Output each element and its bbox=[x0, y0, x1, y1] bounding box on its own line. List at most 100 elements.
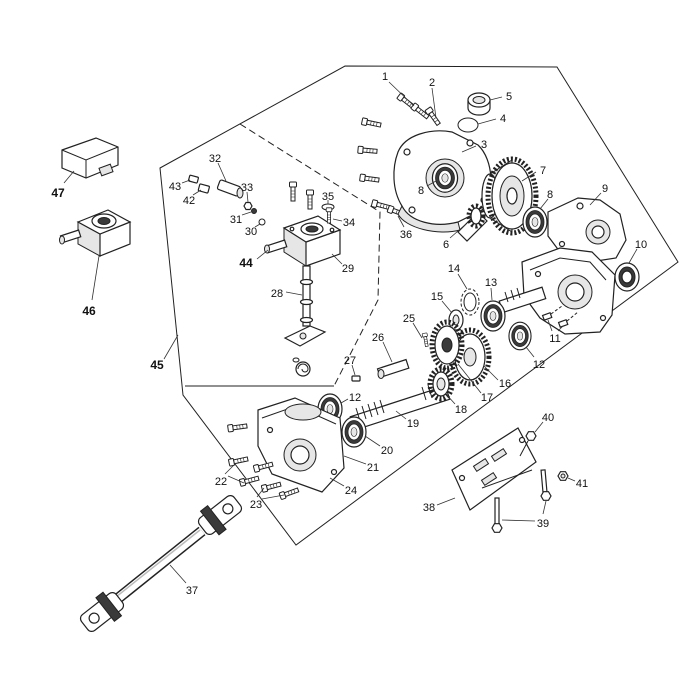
leader-30 bbox=[254, 223, 261, 228]
callout-33: 33 bbox=[241, 182, 253, 194]
callout-46: 46 bbox=[82, 304, 96, 318]
callout-10: 10 bbox=[635, 239, 647, 251]
callout-3: 3 bbox=[481, 139, 487, 151]
part-29-valve-body bbox=[282, 215, 342, 267]
leader-34 bbox=[332, 218, 343, 222]
callout-47: 47 bbox=[51, 186, 65, 200]
part-11-dowel-pins bbox=[541, 305, 579, 328]
leader-23b bbox=[261, 494, 285, 500]
leader-19 bbox=[395, 410, 407, 420]
part-24-front-housing bbox=[257, 397, 345, 493]
output-shaft bbox=[498, 286, 547, 314]
part-8-bearing-inner bbox=[431, 163, 459, 193]
callout-11: 11 bbox=[549, 333, 560, 345]
leader-17 bbox=[457, 363, 482, 394]
leader-36 bbox=[397, 215, 405, 228]
callout-36: 36 bbox=[400, 229, 412, 241]
leader-24 bbox=[329, 477, 345, 487]
callout-8-inner: 8 bbox=[418, 185, 424, 197]
leader-39a bbox=[501, 519, 536, 522]
leader-33 bbox=[246, 191, 249, 203]
leader-31 bbox=[241, 211, 252, 216]
leader-5 bbox=[489, 96, 503, 101]
leader-37 bbox=[169, 564, 187, 584]
leader-43 bbox=[181, 179, 191, 184]
leader-1 bbox=[388, 81, 415, 107]
leader-15 bbox=[441, 300, 453, 314]
callout-27: 27 bbox=[344, 355, 356, 367]
part-10-seal bbox=[614, 262, 640, 292]
callout-22: 22 bbox=[215, 476, 227, 488]
part-41-nut bbox=[557, 471, 569, 481]
valve-top-bolts bbox=[289, 181, 314, 210]
part-39-bolts bbox=[491, 469, 552, 533]
leader-46 bbox=[91, 255, 100, 301]
part-42-fitting bbox=[197, 183, 210, 194]
leader-4 bbox=[477, 118, 497, 125]
part-43-screw bbox=[187, 174, 199, 184]
part-27-pin bbox=[351, 375, 361, 382]
callout-24: 24 bbox=[345, 485, 357, 497]
callout-43: 43 bbox=[169, 181, 181, 193]
callout-25: 25 bbox=[403, 313, 415, 325]
callout-2: 2 bbox=[429, 77, 435, 89]
callout-21: 21 bbox=[367, 462, 379, 474]
part-5-cap bbox=[467, 92, 491, 116]
callout-23: 23 bbox=[250, 499, 262, 511]
part-13-bearing bbox=[480, 300, 506, 332]
part-17-gear bbox=[429, 319, 465, 371]
leader-7 bbox=[521, 171, 537, 182]
part-31-ball bbox=[251, 208, 257, 214]
part-1-bolts bbox=[396, 92, 431, 121]
callout-38: 38 bbox=[423, 502, 435, 514]
leader-28 bbox=[285, 291, 303, 296]
callout-39: 39 bbox=[537, 518, 549, 530]
leader-32 bbox=[217, 162, 227, 182]
leader-27 bbox=[351, 364, 356, 376]
leader-23a bbox=[256, 487, 265, 498]
leader-21 bbox=[343, 455, 367, 465]
callout-8-right: 8 bbox=[547, 189, 553, 201]
callout-20: 20 bbox=[381, 445, 393, 457]
leader-47 bbox=[63, 170, 75, 184]
leader-11a bbox=[547, 319, 553, 332]
callout-14: 14 bbox=[448, 263, 460, 275]
leader-9 bbox=[589, 192, 602, 206]
part-6-pinion-shaft bbox=[457, 203, 488, 242]
leader-16 bbox=[483, 365, 499, 381]
leader-29 bbox=[331, 253, 343, 265]
leader-22b bbox=[227, 475, 245, 484]
part-28-valve-stem bbox=[283, 265, 327, 377]
callout-42: 42 bbox=[183, 195, 195, 207]
part-22-bolts bbox=[227, 421, 260, 487]
part-14-cage bbox=[460, 288, 480, 316]
part-26-rod bbox=[376, 358, 410, 379]
callout-31: 31 bbox=[230, 214, 242, 226]
callout-16: 16 bbox=[499, 378, 511, 390]
leader-12-right bbox=[525, 346, 535, 358]
callout-6: 6 bbox=[443, 239, 449, 251]
leader-lines bbox=[63, 81, 638, 584]
leader-12-left bbox=[340, 398, 349, 404]
callout-18: 18 bbox=[455, 404, 467, 416]
leader-44 bbox=[256, 249, 269, 260]
callout-32: 32 bbox=[209, 153, 221, 165]
leader-42 bbox=[192, 189, 202, 196]
leader-2 bbox=[431, 87, 437, 119]
part-4-o-ring bbox=[457, 117, 479, 133]
part-12-bearing-right bbox=[508, 321, 532, 351]
part-46-valve-block bbox=[59, 209, 132, 257]
leader-22a bbox=[224, 462, 237, 475]
part-33-nut bbox=[243, 201, 253, 211]
callout-26: 26 bbox=[372, 332, 384, 344]
callout-30: 30 bbox=[245, 226, 257, 238]
leader-38 bbox=[436, 497, 456, 506]
leader-40 bbox=[534, 421, 544, 433]
callout-41: 41 bbox=[576, 478, 588, 490]
callout-15: 15 bbox=[431, 291, 443, 303]
leader-8-inner bbox=[426, 180, 437, 187]
part-40-bolt bbox=[519, 431, 537, 457]
callout-34: 34 bbox=[343, 217, 355, 229]
leader-10 bbox=[628, 248, 638, 264]
